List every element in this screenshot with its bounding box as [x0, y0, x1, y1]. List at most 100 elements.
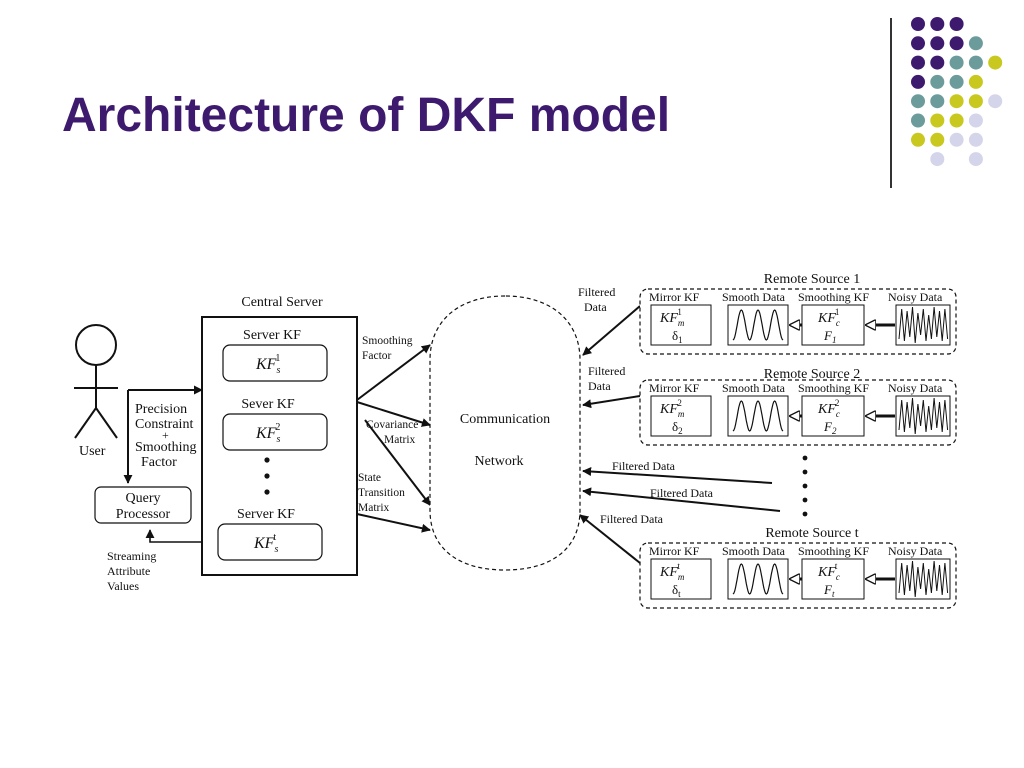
streaming-label-2: Attribute [107, 564, 150, 578]
filtered-arrow-source-t [579, 514, 641, 564]
filtered-arrow-source-2 [582, 395, 641, 409]
decorative-divider [890, 18, 892, 188]
server-kf-1-box [222, 344, 328, 382]
server-kf-t-formula: KFst [253, 532, 278, 555]
decorative-dot [949, 94, 964, 109]
state-label-2: Transition [358, 487, 405, 499]
server-kf-1-label: Server KF [243, 328, 301, 343]
decorative-dot [968, 36, 983, 51]
decorative-dot [968, 132, 983, 147]
decorative-dot [968, 152, 983, 167]
mirror-kf-box [650, 304, 712, 346]
smoothing-kf-formula: KFc2 [817, 398, 840, 419]
decorative-dot [930, 55, 945, 70]
smooth-data-wave [732, 309, 784, 341]
decorative-dot [930, 17, 945, 31]
server-kf-2-label: Sever KF [241, 397, 294, 412]
decorative-dot [930, 74, 945, 89]
noisy-data-wave [898, 397, 949, 435]
mirror-delta: δ1 [672, 328, 683, 345]
server-kf-1-sub: s [276, 365, 280, 376]
decorative-dot [930, 94, 945, 109]
server-kf-t-label: Server KF [237, 507, 295, 522]
decorative-dot [911, 74, 925, 89]
remote-ellipsis-dot-4 [802, 497, 808, 503]
smoothing-kf-label: Smoothing KF [798, 544, 869, 558]
decorative-dot [911, 94, 925, 109]
smoothing-kf-box [801, 304, 865, 346]
decorative-dot [988, 94, 1003, 109]
smooth-data-label: Smooth Data [722, 544, 786, 558]
filtered-row-label-2: Filtered Data [650, 486, 714, 500]
server-kf-1-sup: 1 [275, 353, 280, 364]
remote-source-title: Remote Source t [765, 526, 858, 541]
smoothing-kf-formula: KFc1 [817, 307, 840, 328]
covariance-label-2: Matrix [384, 434, 416, 446]
smoothing-factor-label-2: Factor [362, 350, 392, 362]
server-kf-t-kf: KF [253, 535, 275, 552]
mirror-delta: δ2 [672, 419, 683, 436]
filtered-mid-label-2: Data [588, 379, 611, 393]
server-ellipsis-dot-3 [264, 489, 270, 495]
network-label-2: Network [475, 454, 524, 469]
precision-label-3: Smoothing [135, 440, 196, 455]
slide-title: Architecture of DKF model [62, 89, 671, 142]
server-kf-2-sub: s [276, 434, 280, 445]
decorative-dot [911, 132, 925, 147]
smoothing-factor-arrow [356, 344, 431, 401]
filtered-mid-label-1: Filtered [588, 364, 625, 378]
decorative-dot [968, 55, 983, 70]
precision-label-2: Constraint [135, 417, 193, 432]
smoothing-f: F2 [823, 419, 837, 436]
smoothing-kf-formula: KFct [817, 561, 840, 582]
smoothing-kf-box [801, 558, 865, 600]
mirror-kf-box [650, 558, 712, 600]
mirror-kf-formula: KFmt [659, 561, 685, 582]
remote-source-title: Remote Source 2 [764, 367, 860, 382]
server-kf-t-sub: s [274, 544, 278, 555]
server-kf-1-kf: KF [255, 356, 277, 373]
server-ellipsis-dot-2 [264, 473, 270, 479]
streaming-label-3: Values [107, 579, 139, 593]
smoothing-kf-label: Smoothing KF [798, 290, 869, 304]
server-kf-2-box [222, 413, 328, 451]
query-processor-label-1: Query [126, 491, 161, 506]
user-label: User [79, 444, 106, 459]
server-kf-t-box [217, 523, 323, 561]
decorative-dot [930, 152, 945, 167]
smooth-data-box [727, 304, 789, 346]
filtered-row-label-1: Filtered Data [612, 459, 676, 473]
mirror-delta: δt [672, 582, 681, 599]
decorative-dot [930, 113, 945, 128]
decorative-dot [930, 132, 945, 147]
smoothing-kf-label: Smoothing KF [798, 381, 869, 395]
decorative-dot [930, 36, 945, 51]
streaming-label-1: Streaming [107, 549, 156, 563]
mirror-kf-formula: KFm2 [659, 398, 685, 419]
user-figure [74, 324, 118, 439]
covariance-label-1: Covariance [366, 419, 418, 431]
decorative-dot [968, 74, 983, 89]
filtered-top-label-1: Filtered [578, 285, 615, 299]
smoothing-f: Ft [823, 582, 835, 599]
mirror-kf-formula: KFm1 [659, 307, 685, 328]
decorative-dot [968, 94, 983, 109]
user-left-leg [74, 407, 97, 439]
decorative-dot [911, 17, 925, 31]
communication-network-cloud [429, 295, 581, 571]
decorative-dot [911, 55, 925, 70]
decorative-dot [949, 74, 964, 89]
smooth-data-box [727, 395, 789, 437]
state-transition-arrow [364, 419, 431, 506]
decorative-dot [949, 132, 964, 147]
user-head [75, 324, 117, 366]
smooth-data-wave [732, 400, 784, 432]
query-processor-box [94, 486, 192, 524]
filtered-row-label-3: Filtered Data [600, 512, 664, 526]
server-kf-2-formula: KFs2 [255, 422, 280, 445]
remote-ellipsis-dot-5 [802, 511, 808, 517]
decorative-dot [988, 55, 1003, 70]
